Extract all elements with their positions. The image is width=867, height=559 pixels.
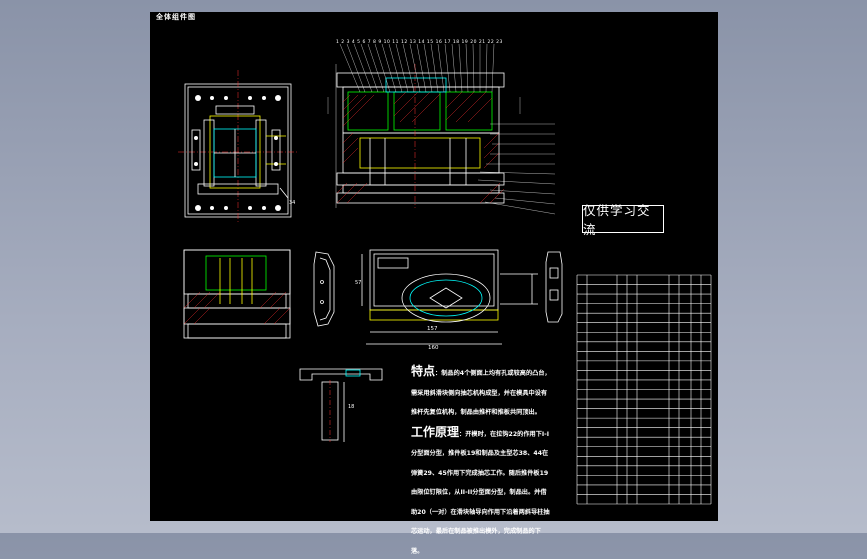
plan-view-callout: 34 — [289, 200, 295, 206]
dim-18: 18 — [348, 404, 354, 410]
bom-rows — [577, 274, 711, 505]
notes-block: 特点：制品的4个侧面上均有孔或较高的凸台，需采用斜滑块侧向抽芯机构成型，并在模具… — [411, 360, 551, 559]
feature-heading: 特点 — [411, 364, 436, 378]
part-callouts-top: 1 2 3 4 5 6 7 8 9 10 11 12 13 14 15 16 1… — [336, 40, 503, 45]
principle-body: ：开模时，在拉钩22的作用下I-I分型面分型，推件板19和制品及主型芯38、44… — [411, 430, 550, 555]
watermark-box: 仅供学习交流 — [582, 203, 664, 237]
side-section — [183, 249, 291, 339]
cad-drawing: 34 — [178, 43, 712, 505]
dim-157: 157 — [427, 326, 438, 332]
dim-57: 57 — [355, 280, 361, 286]
main-section-hatching — [336, 91, 505, 204]
principle-heading: 工作原理 — [411, 424, 460, 439]
slider-detail — [299, 368, 383, 442]
plan-view-holes — [194, 95, 281, 211]
feature-body: ：制品的4个侧面上均有孔或较高的凸台，需采用斜滑块侧向抽芯机构成型，并在模具中设… — [411, 370, 551, 416]
side-section-hatching — [183, 291, 291, 325]
main-section — [335, 64, 505, 208]
drawing-sheet: 34 — [150, 12, 718, 555]
plan-view — [178, 70, 298, 224]
part-front-view — [361, 249, 538, 345]
sheet-title: 全体组件图 — [156, 13, 196, 21]
part-profile-right — [545, 251, 563, 323]
part-profile-left — [313, 251, 335, 327]
dim-160: 160 — [428, 345, 439, 351]
leader-lines — [327, 43, 556, 215]
